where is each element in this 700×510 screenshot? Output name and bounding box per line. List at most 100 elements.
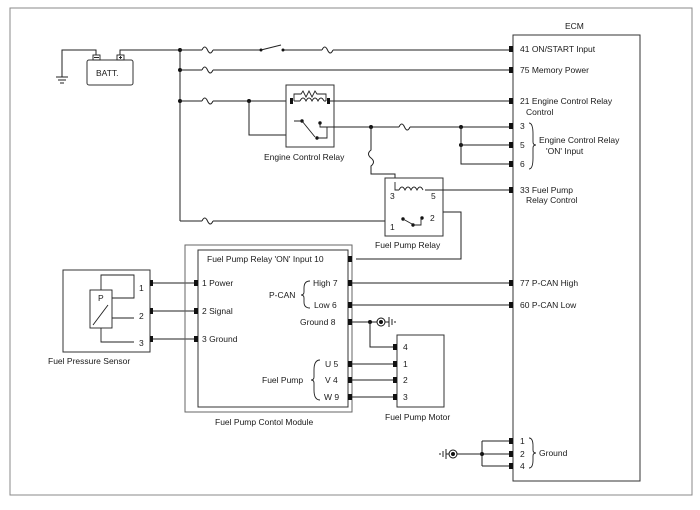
motor-pin-2 [393,377,397,383]
fpcm-power-label: 1 Power [202,278,233,288]
fpcm-pcan-label: P-CAN [269,290,295,300]
ecr-coil-symbol [299,97,325,103]
wire-motor-pin4 [369,322,393,348]
battery-neg-wire [61,49,97,77]
diagram-frame [9,7,693,496]
ground-eyelet-center [379,320,383,324]
fpcm-outer-box [184,244,353,413]
ecm-gnd2-label: 2 [520,449,525,459]
ecm-pin-gnd2 [509,451,513,457]
sensor-p-label: P [98,293,104,303]
motor-pin4-label: 4 [403,342,408,352]
fuse-symbol [398,123,411,131]
fpcm-pin-3 [194,336,198,342]
engine-control-relay: Engine Control Relay [264,84,509,162]
battery: BATT. [56,49,180,86]
ecm-pin-gnd1 [509,438,513,444]
motor-pin1-label: 1 [403,359,408,369]
sensor-pin [150,336,153,342]
ecm-ecr-control-label-2: Control [526,107,554,117]
ecr-resistor-symbol [293,89,327,101]
fp-relay-pin1-label: 1 [390,222,395,232]
battery-box [86,59,134,86]
fuse-symbol [201,66,214,74]
motor-pin-4 [393,344,397,350]
power-bus [178,44,509,225]
fuel-pump-motor: 4 1 2 3 Fuel Pump Motor [385,334,450,422]
fpcm-label: Fuel Pump Contol Module [215,417,314,427]
ground-symbol-icon [385,317,396,327]
ecm-fp-relay-control-label-2: Relay Control [526,195,578,205]
ecm-pin-3 [509,123,513,129]
ecm-gnd4-label: 4 [520,461,525,471]
ecm-pin-21 [509,98,513,104]
fpcm-pcan-brace [300,280,311,309]
fpcm-fuel-pump-label: Fuel Pump [262,375,303,385]
motor-pin-3 [393,394,397,400]
motor-label: Fuel Pump Motor [385,412,450,422]
fp-relay-pin3-label: 3 [390,191,395,201]
ecr-output-net [368,125,509,184]
battery-ground-symbol [56,76,68,84]
ecm-ecr-control-label: 21 Engine Control Relay [520,96,613,106]
ecr-pin [290,98,293,104]
fpcm-pin-5 [348,361,352,367]
sensor-top-wire [100,274,135,290]
ecm-pin-77 [509,280,513,286]
fp-relay-pin2-label: 2 [430,213,435,223]
fpcm-ground-in-label: 3 Ground [202,334,238,344]
fpcm-ground-out-label: Ground 8 [300,317,336,327]
ecr-switch-arm [301,120,316,138]
ecr-pin [327,98,330,104]
wire-fp-relay-on-output [356,211,462,260]
fuse-symbol [201,97,214,105]
ecm-pin-gnd4 [509,463,513,469]
fp-relay-switch-arm [402,218,413,225]
fpcm-relay-on-input-label: Fuel Pump Relay 'ON' Input 10 [207,254,324,264]
sensor-pin [150,280,153,286]
ecm-ground-label: Ground [539,448,568,458]
ecm-title: ECM [565,21,584,31]
fp-relay-coil-leads [394,182,433,191]
fuel-pump-control-module: Fuel Pump Relay 'ON' Input 10 1 Power 2 … [184,244,353,427]
fpcm-low-label: Low 6 [314,300,337,310]
ground-symbol-icon [439,449,449,459]
ecm-pin-33 [509,187,513,193]
ecm-fp-relay-control-label: 33 Fuel Pump [520,185,573,195]
fpcm-pin-6 [348,302,352,308]
ecm-block: ECM 41 ON/START Input 75 Memory Power 21… [509,21,641,482]
motor-pin3-label: 3 [403,392,408,402]
ecm-pin6-label: 6 [520,159,525,169]
sensor-internal-wiring [112,281,135,319]
motor-pin2-label: 2 [403,375,408,385]
fpcm-pin-8 [348,319,352,325]
fpcm-pin-2 [194,308,198,314]
fp-relay-pin5-label: 5 [431,191,436,201]
fpcm-pin-7 [348,280,352,286]
ecm-pin-41 [509,46,513,52]
fpcm-fuel-pump-brace [310,359,321,401]
wires-fpcm-to-motor [352,363,393,398]
ecr-label: Engine Control Relay [264,152,345,162]
ecm-pin-6 [509,161,513,167]
motor-pin-1 [393,361,397,367]
fuel-pump-relay: 3 5 1 2 Fuel Pump Relay [356,177,509,260]
ecm-pin3-label: 3 [520,121,525,131]
sensor-pin2-label: 2 [139,311,144,321]
sensor-pin3-label: 3 [139,338,144,348]
fuse-symbol [201,217,214,225]
fpcm-v-label: V 4 [325,375,338,385]
ecm-pin-5 [509,142,513,148]
fp-relay-label: Fuel Pump Relay [375,240,441,250]
fpcm-inner-box [197,249,349,408]
wires-ecm-ground [481,440,509,467]
battery-label: BATT. [96,68,119,78]
ecm-on-start-label: 41 ON/START Input [520,44,596,54]
ecm-gnd1-label: 1 [520,436,525,446]
ecm-brace-on-input [528,122,537,170]
wire-to-fp-relay-coil [368,127,396,182]
sensor-outer-box [62,269,151,353]
ecm-pin5-label: 5 [520,140,525,150]
